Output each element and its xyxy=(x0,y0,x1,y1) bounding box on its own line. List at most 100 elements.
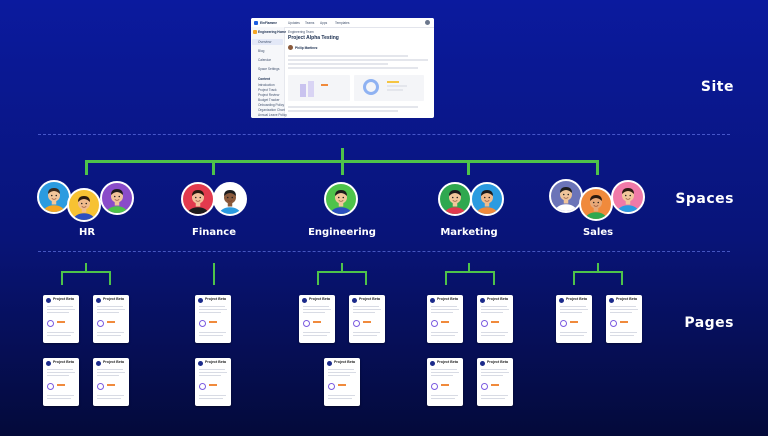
connector-sales-pages xyxy=(597,263,599,272)
text-line xyxy=(199,309,227,311)
text-line xyxy=(47,395,74,397)
page-card: Project Beta xyxy=(43,358,79,406)
text-line xyxy=(481,372,509,374)
page-card-title: Project Beta xyxy=(53,297,74,301)
accent-line xyxy=(363,321,371,323)
page-card-title: Project Beta xyxy=(437,360,458,364)
page-card-title: Project Beta xyxy=(566,297,587,301)
text-line xyxy=(353,335,377,337)
text-line xyxy=(610,312,632,314)
donut-icon xyxy=(97,383,104,390)
connector-hr-pages xyxy=(85,263,87,272)
page-icon xyxy=(198,298,203,303)
site-nav-teams: Teams xyxy=(305,20,315,25)
text-line xyxy=(481,398,505,400)
text-line xyxy=(431,375,453,377)
divider-spaces-pages xyxy=(38,251,730,252)
text-line xyxy=(288,106,418,108)
text-line xyxy=(431,306,457,308)
connector-sales-pages xyxy=(573,271,623,273)
connector-hr-pages xyxy=(61,271,63,285)
content-item-5: Onboarding Policy xyxy=(258,103,285,107)
page-icon xyxy=(302,298,307,303)
connector-hr-pages xyxy=(109,271,111,285)
page-card-title: Project Beta xyxy=(334,360,355,364)
author-avatar-icon xyxy=(288,45,293,50)
accent-line xyxy=(107,384,115,386)
text-line xyxy=(610,309,638,311)
text-line xyxy=(199,332,226,334)
content-item-4: Budget Tracker xyxy=(258,98,280,102)
text-line xyxy=(97,332,124,334)
page-card-title: Project Beta xyxy=(103,360,124,364)
text-line xyxy=(199,312,221,314)
content-item-1: Introduction xyxy=(258,83,275,87)
text-line xyxy=(353,306,379,308)
site-topbar: EinFlamme Updates Teams Apps Templates xyxy=(251,18,434,28)
accent-line xyxy=(209,321,217,323)
text-line xyxy=(97,375,119,377)
page-icon xyxy=(352,298,357,303)
person-avatar xyxy=(611,180,645,214)
site-app-name: EinFlamme xyxy=(260,20,278,25)
page-card: Project Beta xyxy=(93,358,129,406)
text-line xyxy=(288,63,388,65)
person-avatar xyxy=(37,180,71,214)
connector-sales xyxy=(596,160,599,175)
person-icon xyxy=(585,195,607,219)
page-icon xyxy=(96,298,101,303)
sidebar-item-blog: Blog xyxy=(258,49,265,53)
text-line xyxy=(431,332,458,334)
space-label-finance: Finance xyxy=(192,227,236,238)
text-line xyxy=(481,375,503,377)
site-nav-apps: Apps xyxy=(320,20,328,25)
site-section-label: Site xyxy=(700,79,734,95)
content-item-3: Project Review xyxy=(258,93,280,97)
donut-icon xyxy=(328,383,335,390)
text-line xyxy=(97,369,123,371)
donut-icon xyxy=(481,320,488,327)
page-icon xyxy=(46,298,51,303)
connector-marketing-pages xyxy=(445,271,495,273)
sidebar-active-highlight xyxy=(252,39,283,45)
accent-line xyxy=(491,384,499,386)
connector-marketing-pages xyxy=(493,271,495,285)
text-line xyxy=(97,312,119,314)
text-line xyxy=(303,332,330,334)
text-line xyxy=(303,335,327,337)
site-author: Philip Martinez xyxy=(295,46,318,50)
donut-icon xyxy=(97,320,104,327)
text-line xyxy=(560,306,586,308)
person-icon xyxy=(617,188,639,212)
text-line xyxy=(431,312,453,314)
accent-line xyxy=(107,321,115,323)
text-line xyxy=(288,67,418,69)
connector-sales-pages xyxy=(621,271,623,285)
sidebar-item-calendar: Calendar xyxy=(258,58,271,62)
donut-icon xyxy=(481,383,488,390)
connector-marketing-pages xyxy=(468,263,470,272)
donut-icon xyxy=(610,320,617,327)
page-card-title: Project Beta xyxy=(487,360,508,364)
person-avatar xyxy=(438,182,472,216)
text-line xyxy=(610,332,637,334)
connector-engineering-pages xyxy=(317,271,319,285)
text-line xyxy=(47,332,74,334)
text-line xyxy=(353,332,380,334)
text-line xyxy=(560,332,587,334)
connector-hr-pages xyxy=(61,271,111,273)
page-icon xyxy=(559,298,564,303)
donut-icon xyxy=(303,320,310,327)
person-icon xyxy=(555,187,577,211)
page-icon xyxy=(609,298,614,303)
connector-engineering-pages xyxy=(317,271,367,273)
text-line xyxy=(481,312,503,314)
text-line xyxy=(47,369,73,371)
sidebar-item-overview: Overview xyxy=(258,40,272,44)
text-line xyxy=(431,309,459,311)
text-line xyxy=(328,369,354,371)
accent-line xyxy=(57,384,65,386)
person-icon xyxy=(106,189,128,213)
page-card-title: Project Beta xyxy=(359,297,380,301)
page-card: Project Beta xyxy=(477,358,513,406)
